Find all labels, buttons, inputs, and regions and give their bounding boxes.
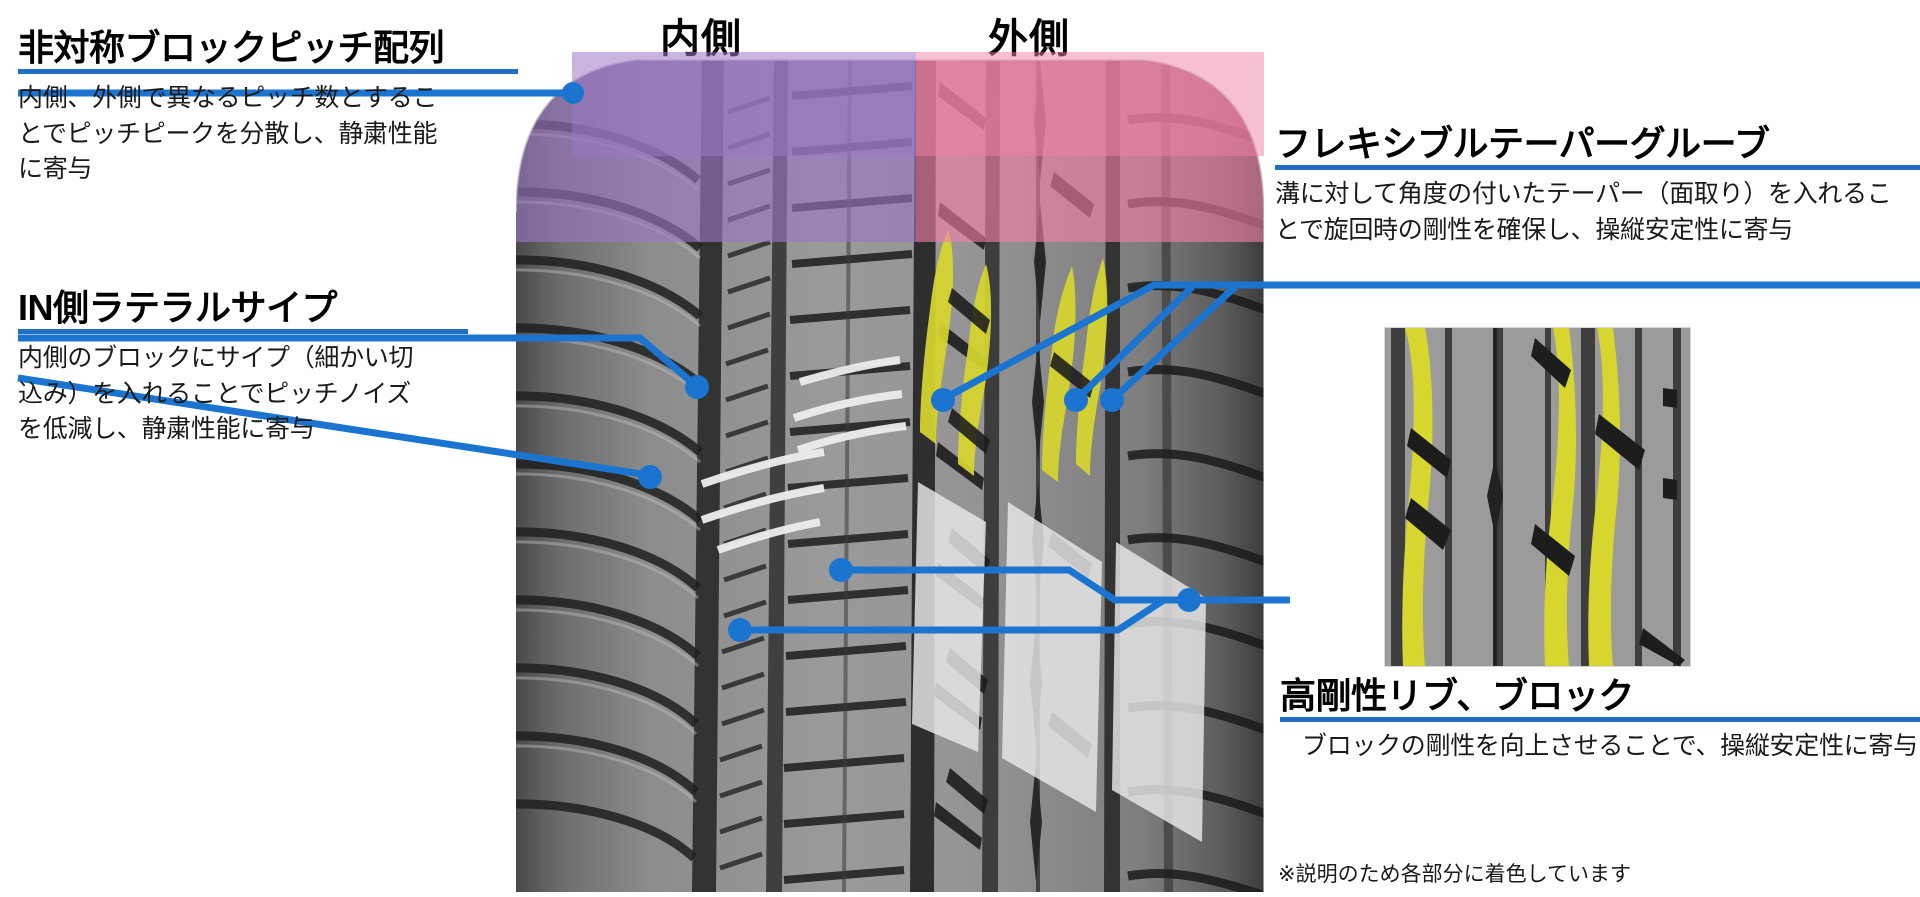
callout-underline [1275, 165, 1920, 170]
outer-side-overlay [916, 60, 1264, 242]
tread-body [516, 60, 1264, 892]
callout-underline [1280, 717, 1920, 722]
callout-title: フレキシブルテーパーグルーブ [1275, 123, 1770, 164]
callout-title: IN側ラテラルサイプ [18, 287, 338, 328]
footnote: ※説明のため各部分に着色しています [1278, 863, 1631, 886]
callout-body: 内側のブロックにサイプ（細かい切込み）を入れることでピッチノイズを低減し、静粛性… [18, 344, 414, 443]
callout-title: 非対称ブロックピッチ配列 [18, 27, 445, 68]
callout-underline [18, 329, 468, 334]
callout-flexible-taper-groove: フレキシブルテーパーグルーブ 溝に対して角度の付いたテーパー（面取り）を入れるこ… [1275, 126, 1920, 248]
callout-in-side-lateral-sipe: IN側ラテラルサイプ 内側のブロックにサイプ（細かい切込み）を入れることでピッチ… [18, 290, 468, 448]
lateral-sipe-highlight [700, 356, 907, 554]
callout-body: 内側、外側で異なるピッチ数とすることでピッチピークを分散し、静粛性能に寄与 [18, 84, 438, 183]
tire-tread-image [516, 52, 1264, 892]
callout-underline [18, 69, 518, 74]
callout-high-rigidity-rib-block: 高剛性リブ、ブロック ブロックの剛性を向上させることで、操縦安定性に寄与 [1280, 678, 1920, 765]
callout-asymmetric-block-pitch: 非対称ブロックピッチ配列 内側、外側で異なるピッチ数とすることでピッチピークを分… [18, 30, 518, 188]
taper-groove-inset-photo [1385, 328, 1690, 666]
callout-body: 溝に対して角度の付いたテーパー（面取り）を入れることで旋回時の剛性を確保し、操縦… [1275, 180, 1892, 244]
callout-body: ブロックの剛性を向上させることで、操縦安定性に寄与 [1302, 732, 1918, 760]
callout-title: 高剛性リブ、ブロック [1280, 675, 1634, 716]
